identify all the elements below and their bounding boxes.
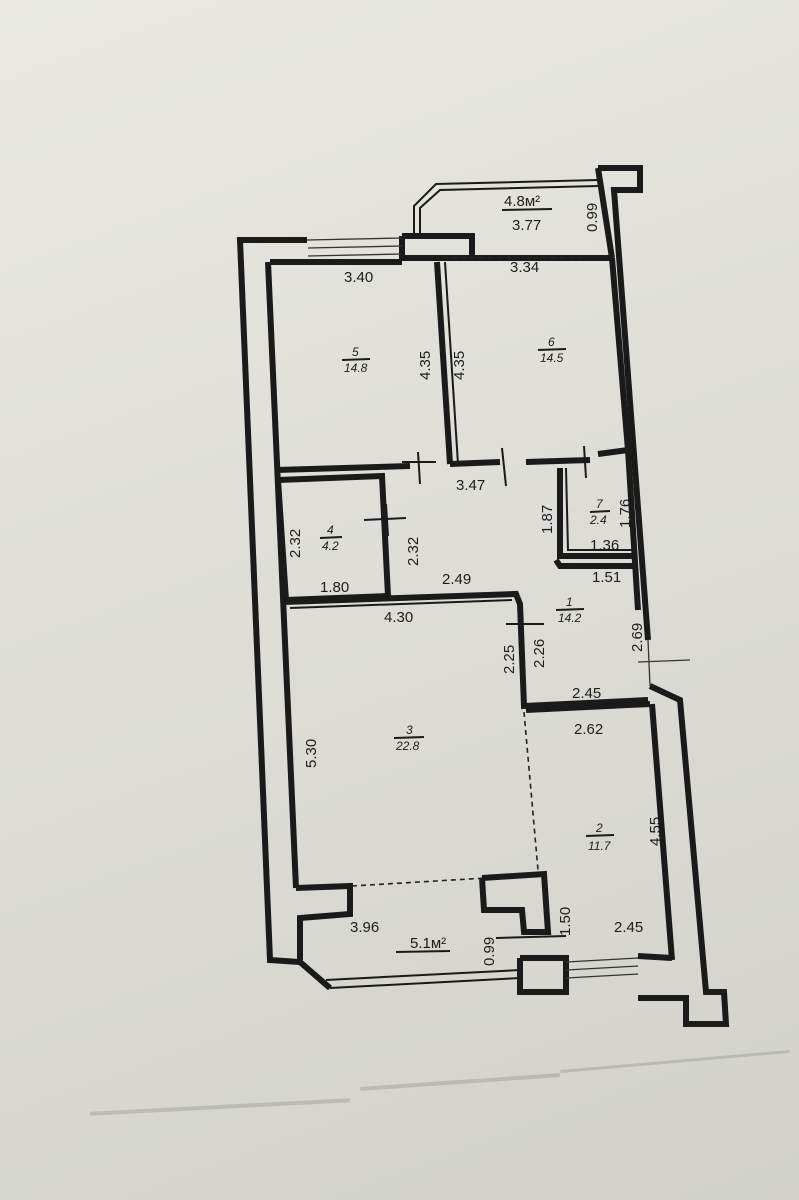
svg-text:3.34: 3.34: [510, 259, 539, 276]
svg-text:2.4: 2.4: [589, 513, 607, 527]
room-1-label: 1 14.2: [555, 595, 585, 625]
svg-text:14.8: 14.8: [344, 361, 368, 375]
svg-text:2.69: 2.69: [629, 623, 646, 652]
svg-text:5.30: 5.30: [303, 739, 320, 768]
svg-text:1.50: 1.50: [557, 907, 574, 936]
bottom-balcony-depth: 0.99: [481, 937, 498, 966]
svg-text:2.26: 2.26: [531, 639, 548, 668]
svg-text:2.32: 2.32: [405, 537, 422, 566]
svg-text:3: 3: [406, 723, 413, 737]
svg-text:11.7: 11.7: [588, 839, 612, 853]
svg-text:5: 5: [352, 345, 359, 359]
bottom-balcony-area: 5.1м²: [410, 935, 446, 952]
svg-text:1.87: 1.87: [539, 505, 556, 534]
room-5-label: 5 14.8: [341, 345, 371, 375]
balconies: [325, 179, 599, 989]
svg-text:2.45: 2.45: [614, 919, 643, 936]
svg-text:3.47: 3.47: [456, 477, 485, 494]
svg-text:2.25: 2.25: [501, 645, 518, 674]
room-7-label: 7 2.4: [589, 497, 611, 527]
svg-text:1.80: 1.80: [320, 579, 349, 596]
svg-text:2.62: 2.62: [574, 721, 603, 738]
svg-text:6: 6: [548, 335, 555, 349]
room-2-label: 2 11.7: [585, 821, 615, 853]
svg-text:1.76: 1.76: [617, 499, 634, 528]
svg-text:1.51: 1.51: [592, 569, 621, 586]
svg-text:4.30: 4.30: [384, 609, 413, 626]
svg-text:2: 2: [595, 821, 603, 835]
dimension-labels: 3.40 4.35 4.35 3.34 3.47 1.76 1.36 1.87 …: [287, 259, 664, 936]
windows: [306, 237, 691, 979]
svg-text:4: 4: [327, 523, 334, 537]
bottom-balcony-width: 3.96: [350, 919, 379, 936]
svg-text:14.2: 14.2: [558, 611, 582, 625]
svg-text:2.49: 2.49: [442, 571, 471, 588]
room-6-label: 6 14.5: [537, 335, 567, 365]
room-3-label: 3 22.8: [393, 723, 425, 753]
svg-text:22.8: 22.8: [395, 739, 420, 753]
svg-text:4.55: 4.55: [647, 817, 664, 846]
svg-text:2.45: 2.45: [572, 685, 601, 702]
top-balcony-depth: 0.99: [584, 203, 601, 232]
top-balcony-area: 4.8м²: [504, 193, 540, 210]
svg-text:1: 1: [566, 595, 573, 609]
top-balcony-width: 3.77: [512, 217, 541, 234]
svg-text:7: 7: [596, 497, 604, 511]
room-4-label: 4 4.2: [319, 523, 343, 553]
svg-text:14.5: 14.5: [540, 351, 564, 365]
interior-walls: [275, 261, 651, 939]
svg-text:4.35: 4.35: [417, 351, 434, 380]
svg-text:4.2: 4.2: [322, 539, 339, 553]
svg-text:3.40: 3.40: [344, 269, 373, 286]
svg-text:2.32: 2.32: [287, 529, 304, 558]
svg-text:1.36: 1.36: [590, 537, 619, 554]
paper-smudges: [90, 1049, 790, 1116]
svg-text:4.35: 4.35: [451, 351, 468, 380]
